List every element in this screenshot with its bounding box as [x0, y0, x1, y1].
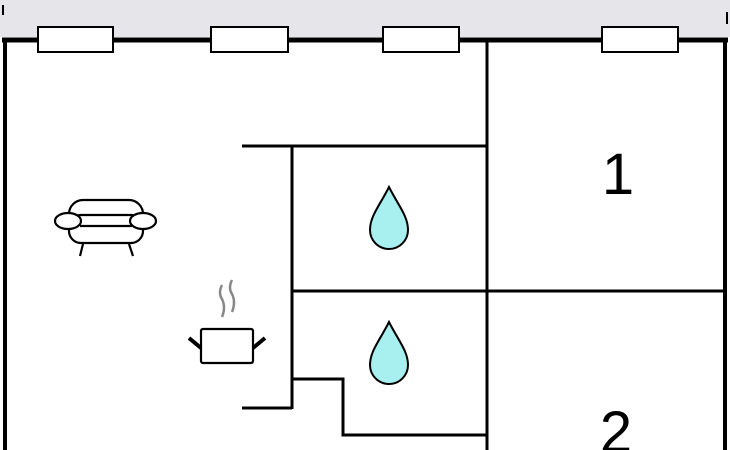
water-drop-icon [368, 184, 410, 250]
room-label-1: 1 [602, 142, 634, 207]
cooking-pot-icon [187, 279, 267, 365]
water-drop-icon [368, 319, 410, 385]
window [210, 26, 289, 53]
window [37, 26, 114, 53]
windows [37, 26, 679, 53]
room-label-2: 2 [600, 400, 632, 450]
interior-walls [242, 42, 725, 450]
window [382, 26, 460, 53]
window [601, 26, 679, 53]
sofa-icon [53, 198, 158, 257]
